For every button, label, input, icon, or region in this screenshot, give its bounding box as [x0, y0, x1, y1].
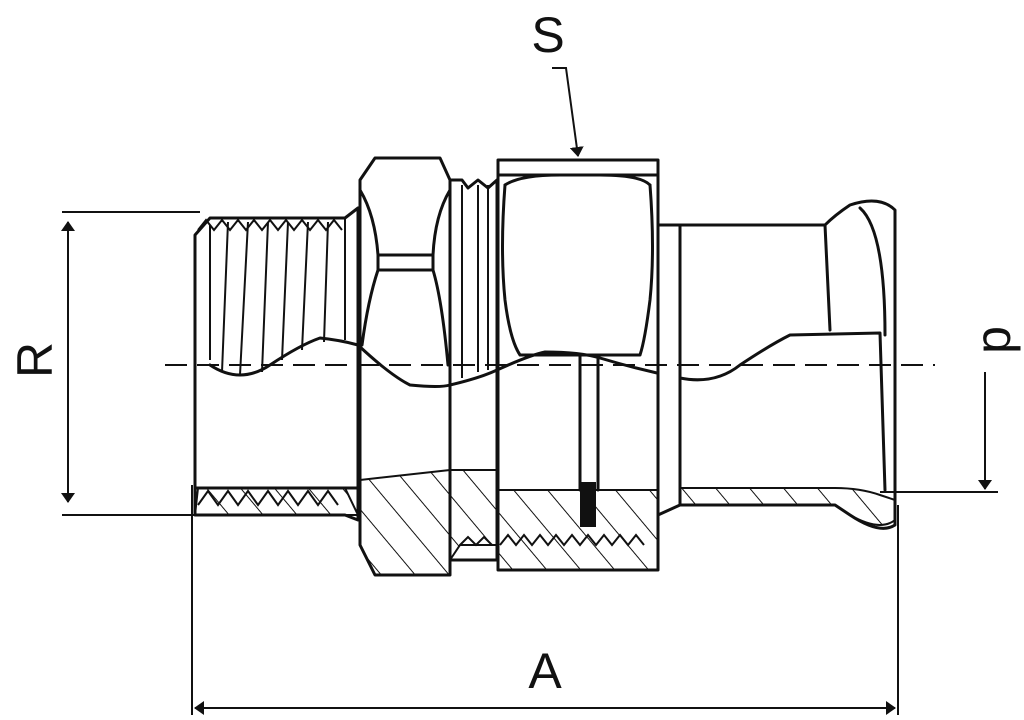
label-a: A: [528, 643, 562, 699]
label-s: S: [531, 7, 564, 63]
hex-body: [356, 156, 452, 577]
dimension-r: R: [7, 211, 200, 516]
dimension-a: A: [191, 485, 899, 715]
thread-collar: [448, 178, 499, 564]
dimension-s: S: [531, 7, 584, 157]
union-nut: [495, 158, 682, 572]
dimension-p: p: [880, 326, 1021, 493]
thread-lines: [197, 218, 346, 376]
label-r: R: [7, 342, 63, 378]
o-ring-seal: [580, 482, 596, 527]
label-p: p: [965, 326, 1021, 354]
